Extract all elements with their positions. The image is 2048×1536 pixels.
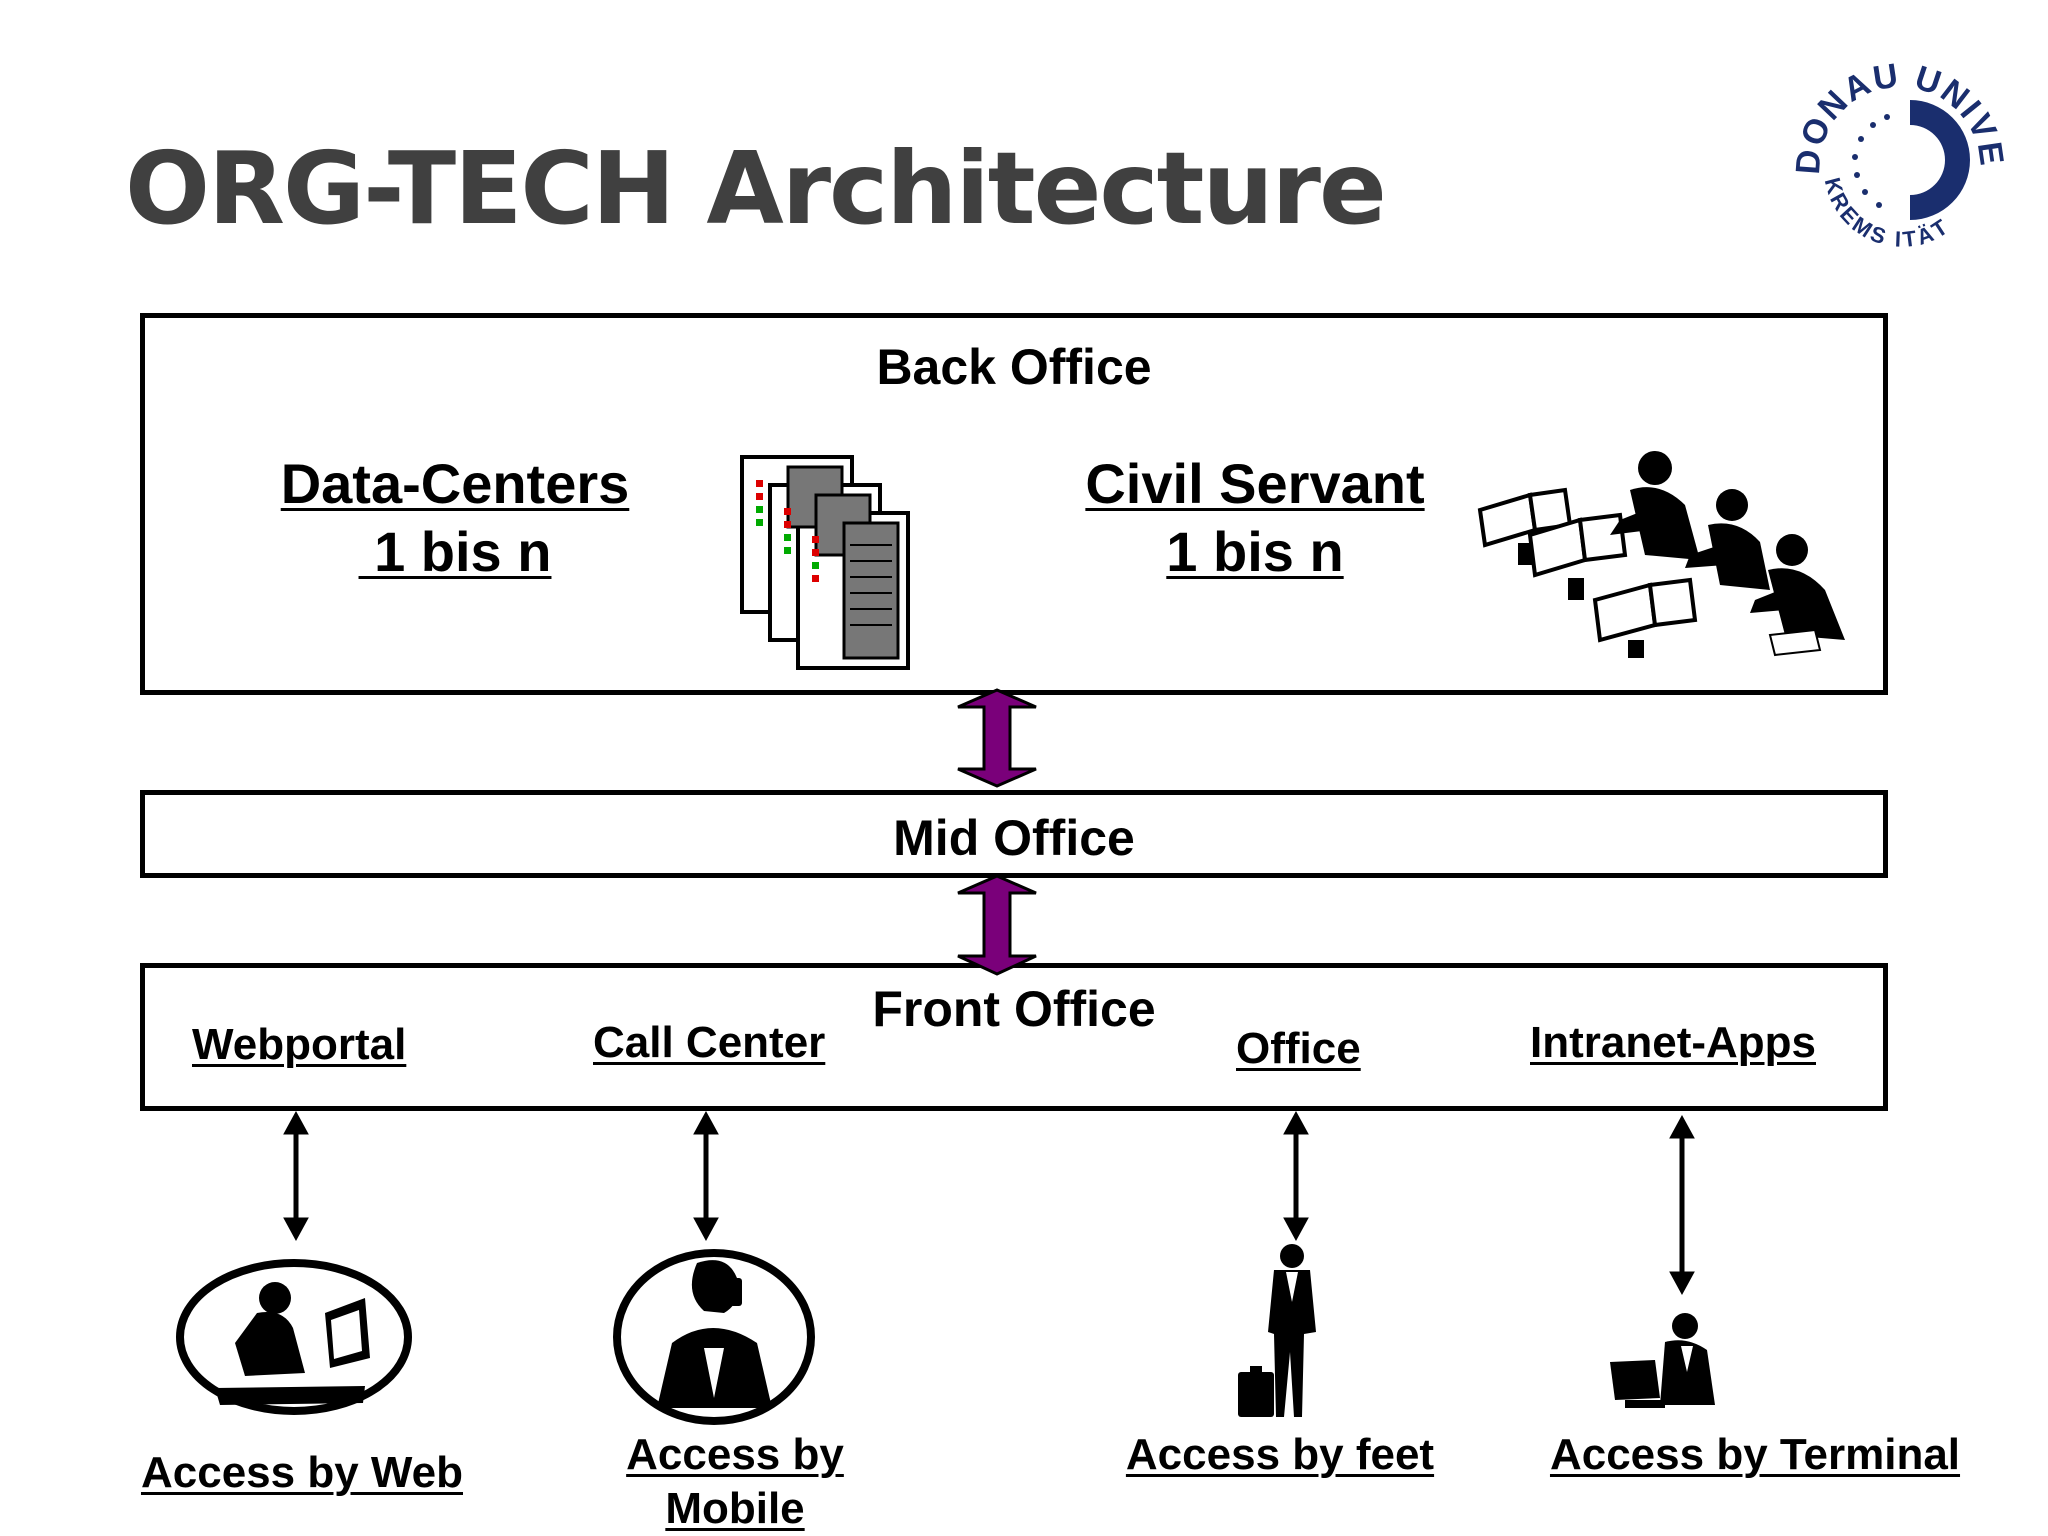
intranet-access-arrow [1669, 1114, 1695, 1296]
server-rack-icon [738, 455, 913, 675]
access-mobile-line2: Mobile [665, 1484, 805, 1533]
civil-servant-title: Civil Servant [1085, 452, 1425, 515]
back-office-box: Back Office [140, 313, 1888, 695]
data-centers-title: Data-Centers [280, 452, 630, 515]
access-mobile-label: Access by Mobile [535, 1428, 935, 1536]
channel-call-center: Call Center [593, 1018, 826, 1067]
data-centers-count: 1 bis n [358, 520, 552, 583]
mid-office-label: Mid Office [893, 810, 1135, 866]
access-web-line1: Access by Web [140, 1448, 463, 1497]
channel-intranet-apps: Intranet-Apps [1530, 1018, 1816, 1067]
civil-servant-label: Civil Servant 1 bis n [1005, 450, 1505, 586]
channel-webportal: Webportal [192, 1020, 407, 1069]
walking-businessman-icon [1232, 1242, 1342, 1427]
callcenter-access-arrow [693, 1110, 719, 1242]
civil-servant-count: 1 bis n [1166, 520, 1344, 583]
terminal-user-icon [1605, 1310, 1735, 1418]
webportal-access-arrow [283, 1110, 309, 1242]
office-workers-icon [1470, 450, 1860, 665]
back-office-label: Back Office [876, 339, 1152, 395]
web-user-icon [175, 1258, 413, 1416]
page-title: ORG-TECH Architecture [125, 130, 1387, 247]
data-centers-label: Data-Centers 1 bis n [205, 450, 705, 586]
access-feet-line1: Access by feet [1125, 1430, 1435, 1479]
front-office-label: Front Office [872, 981, 1156, 1037]
mid-front-connector-arrow [957, 874, 1037, 976]
back-mid-connector-arrow [957, 688, 1037, 788]
access-web-label: Access by Web [102, 1446, 502, 1500]
office-access-arrow [1283, 1110, 1309, 1242]
access-terminal-label: Access by Terminal [1505, 1428, 2005, 1482]
mid-office-box: Mid Office [140, 790, 1888, 878]
access-feet-label: Access by feet [1080, 1428, 1480, 1482]
access-mobile-line1: Access by [626, 1430, 844, 1479]
channel-office: Office [1236, 1024, 1361, 1073]
access-terminal-line1: Access by Terminal [1549, 1430, 1961, 1479]
mobile-caller-icon [612, 1248, 816, 1426]
